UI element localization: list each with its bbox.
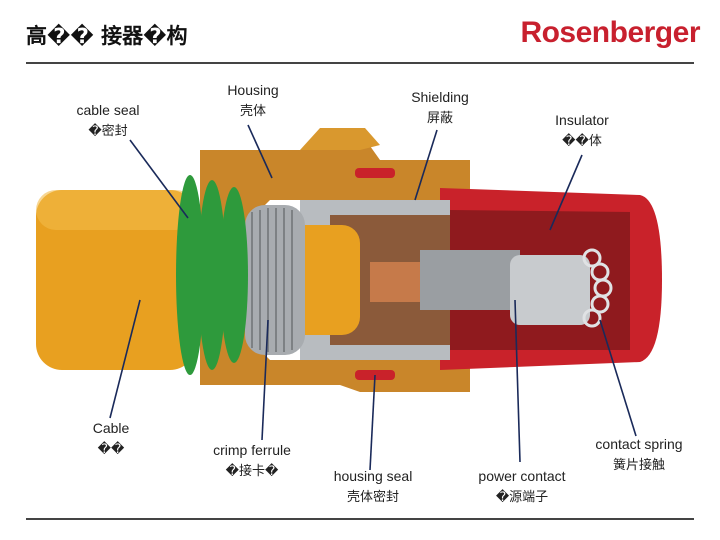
label-power-contact: power contact �源端子 [478, 468, 566, 505]
housing-latch [300, 128, 380, 150]
leader-lines [109, 124, 637, 471]
label-cable-seal: cable seal �密封 [76, 102, 140, 139]
cable-body [36, 190, 196, 370]
cable-seal-rings [176, 175, 248, 375]
housing-body [200, 130, 470, 392]
leader-insulator [549, 154, 583, 231]
label-housing: Housing 壳体 [227, 82, 279, 119]
copper-contact [370, 262, 420, 302]
label-shielding: Shielding 屏蔽 [411, 89, 469, 126]
label-cable: Cable �� [92, 420, 130, 457]
label-insulator: Insulator ��体 [555, 112, 609, 149]
leader-shielding [414, 129, 438, 201]
brand-logo: Rosenberger [520, 16, 700, 49]
leader-crimp-ferrule [261, 319, 269, 441]
label-contact-spring: contact spring 簧片接触 [595, 436, 683, 473]
contact-spring-coils [582, 248, 613, 328]
leader-housing [247, 124, 273, 179]
label-housing-seal: housing seal 壳体密封 [333, 468, 413, 505]
leader-contact-spring [599, 319, 637, 437]
leader-cable [109, 299, 141, 419]
leader-housing-seal [369, 374, 376, 471]
label-crimp-ferrule: crimp ferrule �接卡� [213, 442, 291, 479]
power-contact-pin [420, 250, 520, 310]
leader-power-contact [514, 299, 521, 463]
header-divider [26, 62, 694, 64]
page-title: 高�� 接器�构 [26, 24, 188, 48]
leader-cable-seal [129, 139, 189, 219]
footer-divider [26, 518, 694, 520]
